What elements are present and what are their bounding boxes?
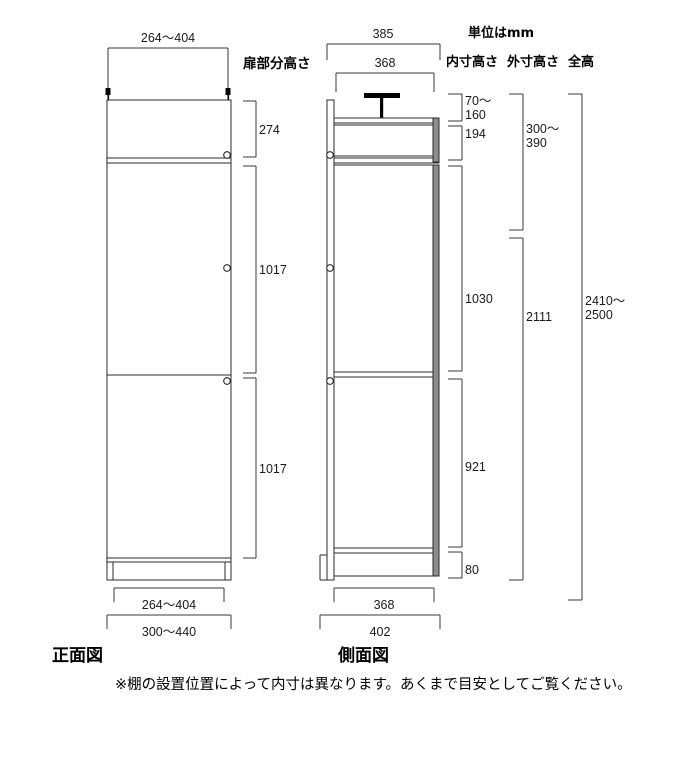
front-height-label-1017-upper: 1017 xyxy=(259,263,287,277)
side-bottom-outer-depth-label: 402 xyxy=(370,625,391,639)
front-shelf-divider-top xyxy=(107,157,231,164)
front-bottom-outer-width-label: 300〜440 xyxy=(142,625,196,639)
side-door-knob-lower xyxy=(326,377,334,385)
inner-height-label-1030: 1030 xyxy=(465,292,493,306)
unit-note-label: 単位はmm xyxy=(468,25,534,41)
front-top-width-label: 264〜404 xyxy=(141,31,195,45)
side-door-knob-upper xyxy=(326,151,334,159)
inner-height-label-70-160-b: 160 xyxy=(465,108,486,122)
side-bottom-outer-depth-dimension xyxy=(319,614,441,629)
front-view-group xyxy=(105,47,257,629)
front-height-label-274: 274 xyxy=(259,123,280,137)
side-shelf-divider-middle xyxy=(334,371,433,378)
side-top-outer-depth-dimension xyxy=(326,43,441,60)
side-top-inner-depth-label: 368 xyxy=(375,56,396,70)
side-top-leveler-tbar xyxy=(364,93,400,119)
side-top-outer-depth-label: 385 xyxy=(373,27,394,41)
inner-height-label-70-160-a: 70〜 xyxy=(465,94,491,108)
front-bottom-outer-width-dimension xyxy=(106,614,232,629)
front-bottom-inner-width-dimension xyxy=(113,587,225,602)
outer-height-header: 外寸高さ xyxy=(506,54,559,70)
front-height-label-1017-lower: 1017 xyxy=(259,462,287,476)
side-door-knob-middle xyxy=(326,264,334,272)
side-total-height-dimension xyxy=(568,93,583,601)
outer-height-label-300-390-b: 390 xyxy=(526,136,547,150)
front-height-dimension-1017-upper xyxy=(243,165,257,374)
front-base-plinth xyxy=(107,557,231,580)
side-inner-height-dimensions xyxy=(448,93,463,579)
front-height-dimension-1017-lower xyxy=(243,377,257,559)
side-top-inner-depth-dimension xyxy=(335,72,435,92)
side-base-foot xyxy=(319,554,334,581)
inner-height-header: 内寸高さ xyxy=(446,54,498,70)
total-height-header: 全高 xyxy=(567,54,594,70)
front-cabinet-body xyxy=(106,99,232,581)
outer-height-label-2111: 2111 xyxy=(526,310,552,324)
side-outer-height-dimensions xyxy=(509,93,524,581)
side-cabinet-body xyxy=(333,164,434,577)
side-top-compartment xyxy=(333,117,440,164)
inner-height-label-921: 921 xyxy=(465,460,486,474)
side-door-edge-upper xyxy=(432,117,440,163)
side-base-plinth xyxy=(334,547,433,554)
front-height-dimension-274 xyxy=(243,100,257,158)
side-view-title: 側面図 xyxy=(337,645,389,666)
front-door-knob-upper xyxy=(223,151,231,159)
front-door-pin-right xyxy=(225,88,231,101)
outer-height-label-300-390-a: 300〜 xyxy=(526,122,559,136)
door-part-height-label: 扉部分高さ xyxy=(243,55,311,72)
side-back-rail xyxy=(326,99,335,581)
side-view-group xyxy=(319,43,583,629)
side-bottom-inner-depth-label: 368 xyxy=(374,598,395,612)
front-view-title: 正面図 xyxy=(52,646,103,666)
total-height-label-a: 2410〜 xyxy=(585,294,625,308)
front-door-knob-middle xyxy=(223,264,231,272)
side-bottom-inner-depth-dimension xyxy=(333,587,435,602)
total-height-label-b: 2500 xyxy=(585,308,613,322)
front-bottom-inner-width-label: 264〜404 xyxy=(142,598,196,612)
side-door-edge-main xyxy=(432,164,440,577)
inner-height-label-80: 80 xyxy=(465,563,479,577)
front-door-pin-left xyxy=(105,88,111,101)
footnote-text: ※棚の設置位置によって内寸は異なります。あくまで目安としてご覧ください。 xyxy=(115,676,632,693)
front-top-width-dimension xyxy=(107,47,229,92)
inner-height-label-194: 194 xyxy=(465,127,486,141)
front-door-knob-lower xyxy=(223,377,231,385)
